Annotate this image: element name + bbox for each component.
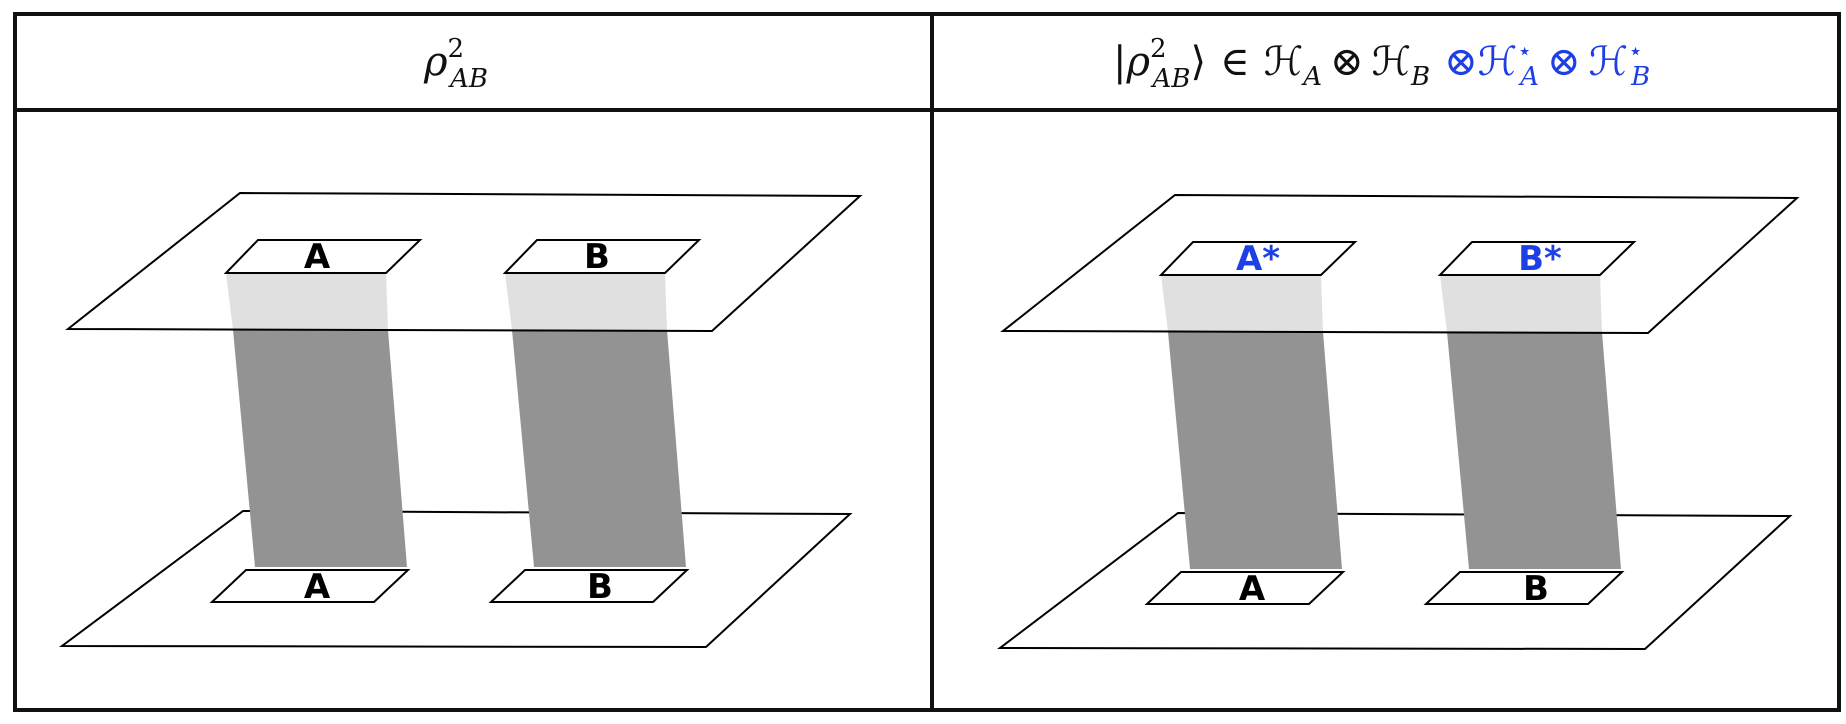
- table-frame: [13, 12, 1841, 712]
- tube-b-star: [1440, 275, 1621, 569]
- tube-a-star-dark: [1168, 332, 1342, 569]
- tube-a: [226, 273, 407, 567]
- bottom-cap-a: [209, 569, 411, 603]
- top-label-a: A: [304, 237, 331, 277]
- top-cap-a-star: [1158, 241, 1358, 276]
- top-cap-b: [502, 239, 702, 274]
- tube-b-star-dark: [1447, 332, 1621, 569]
- tube-a-star-light: [1161, 275, 1323, 332]
- tube-a-star: [1161, 275, 1342, 569]
- tube-a-dark: [233, 330, 407, 567]
- tube-b: [505, 273, 686, 567]
- bottom-label-b: B: [587, 567, 613, 607]
- top-label-b-star: B*: [1518, 239, 1562, 279]
- tube-a-light: [226, 273, 388, 330]
- top-sheet: [1000, 193, 1800, 335]
- outer-border: [13, 12, 1841, 712]
- tube-b-dark: [512, 330, 686, 567]
- top-label-a-star: A*: [1236, 239, 1280, 279]
- bottom-sheet: [997, 511, 1793, 651]
- top-sheet: [65, 191, 863, 333]
- bottom-label-b: B: [1523, 569, 1549, 609]
- top-cap-a: [223, 239, 423, 274]
- bottom-cap-b: [488, 569, 690, 603]
- bottom-cap-b: [1423, 571, 1625, 605]
- bottom-label-a: A: [1239, 569, 1266, 609]
- bottom-cap-a: [1144, 571, 1346, 605]
- tube-b-light: [505, 273, 667, 330]
- bottom-label-a: A: [304, 567, 331, 607]
- tube-b-star-light: [1440, 275, 1602, 332]
- bottom-sheet: [58, 509, 853, 649]
- top-cap-b-star: [1437, 241, 1637, 276]
- top-label-b: B: [584, 237, 610, 277]
